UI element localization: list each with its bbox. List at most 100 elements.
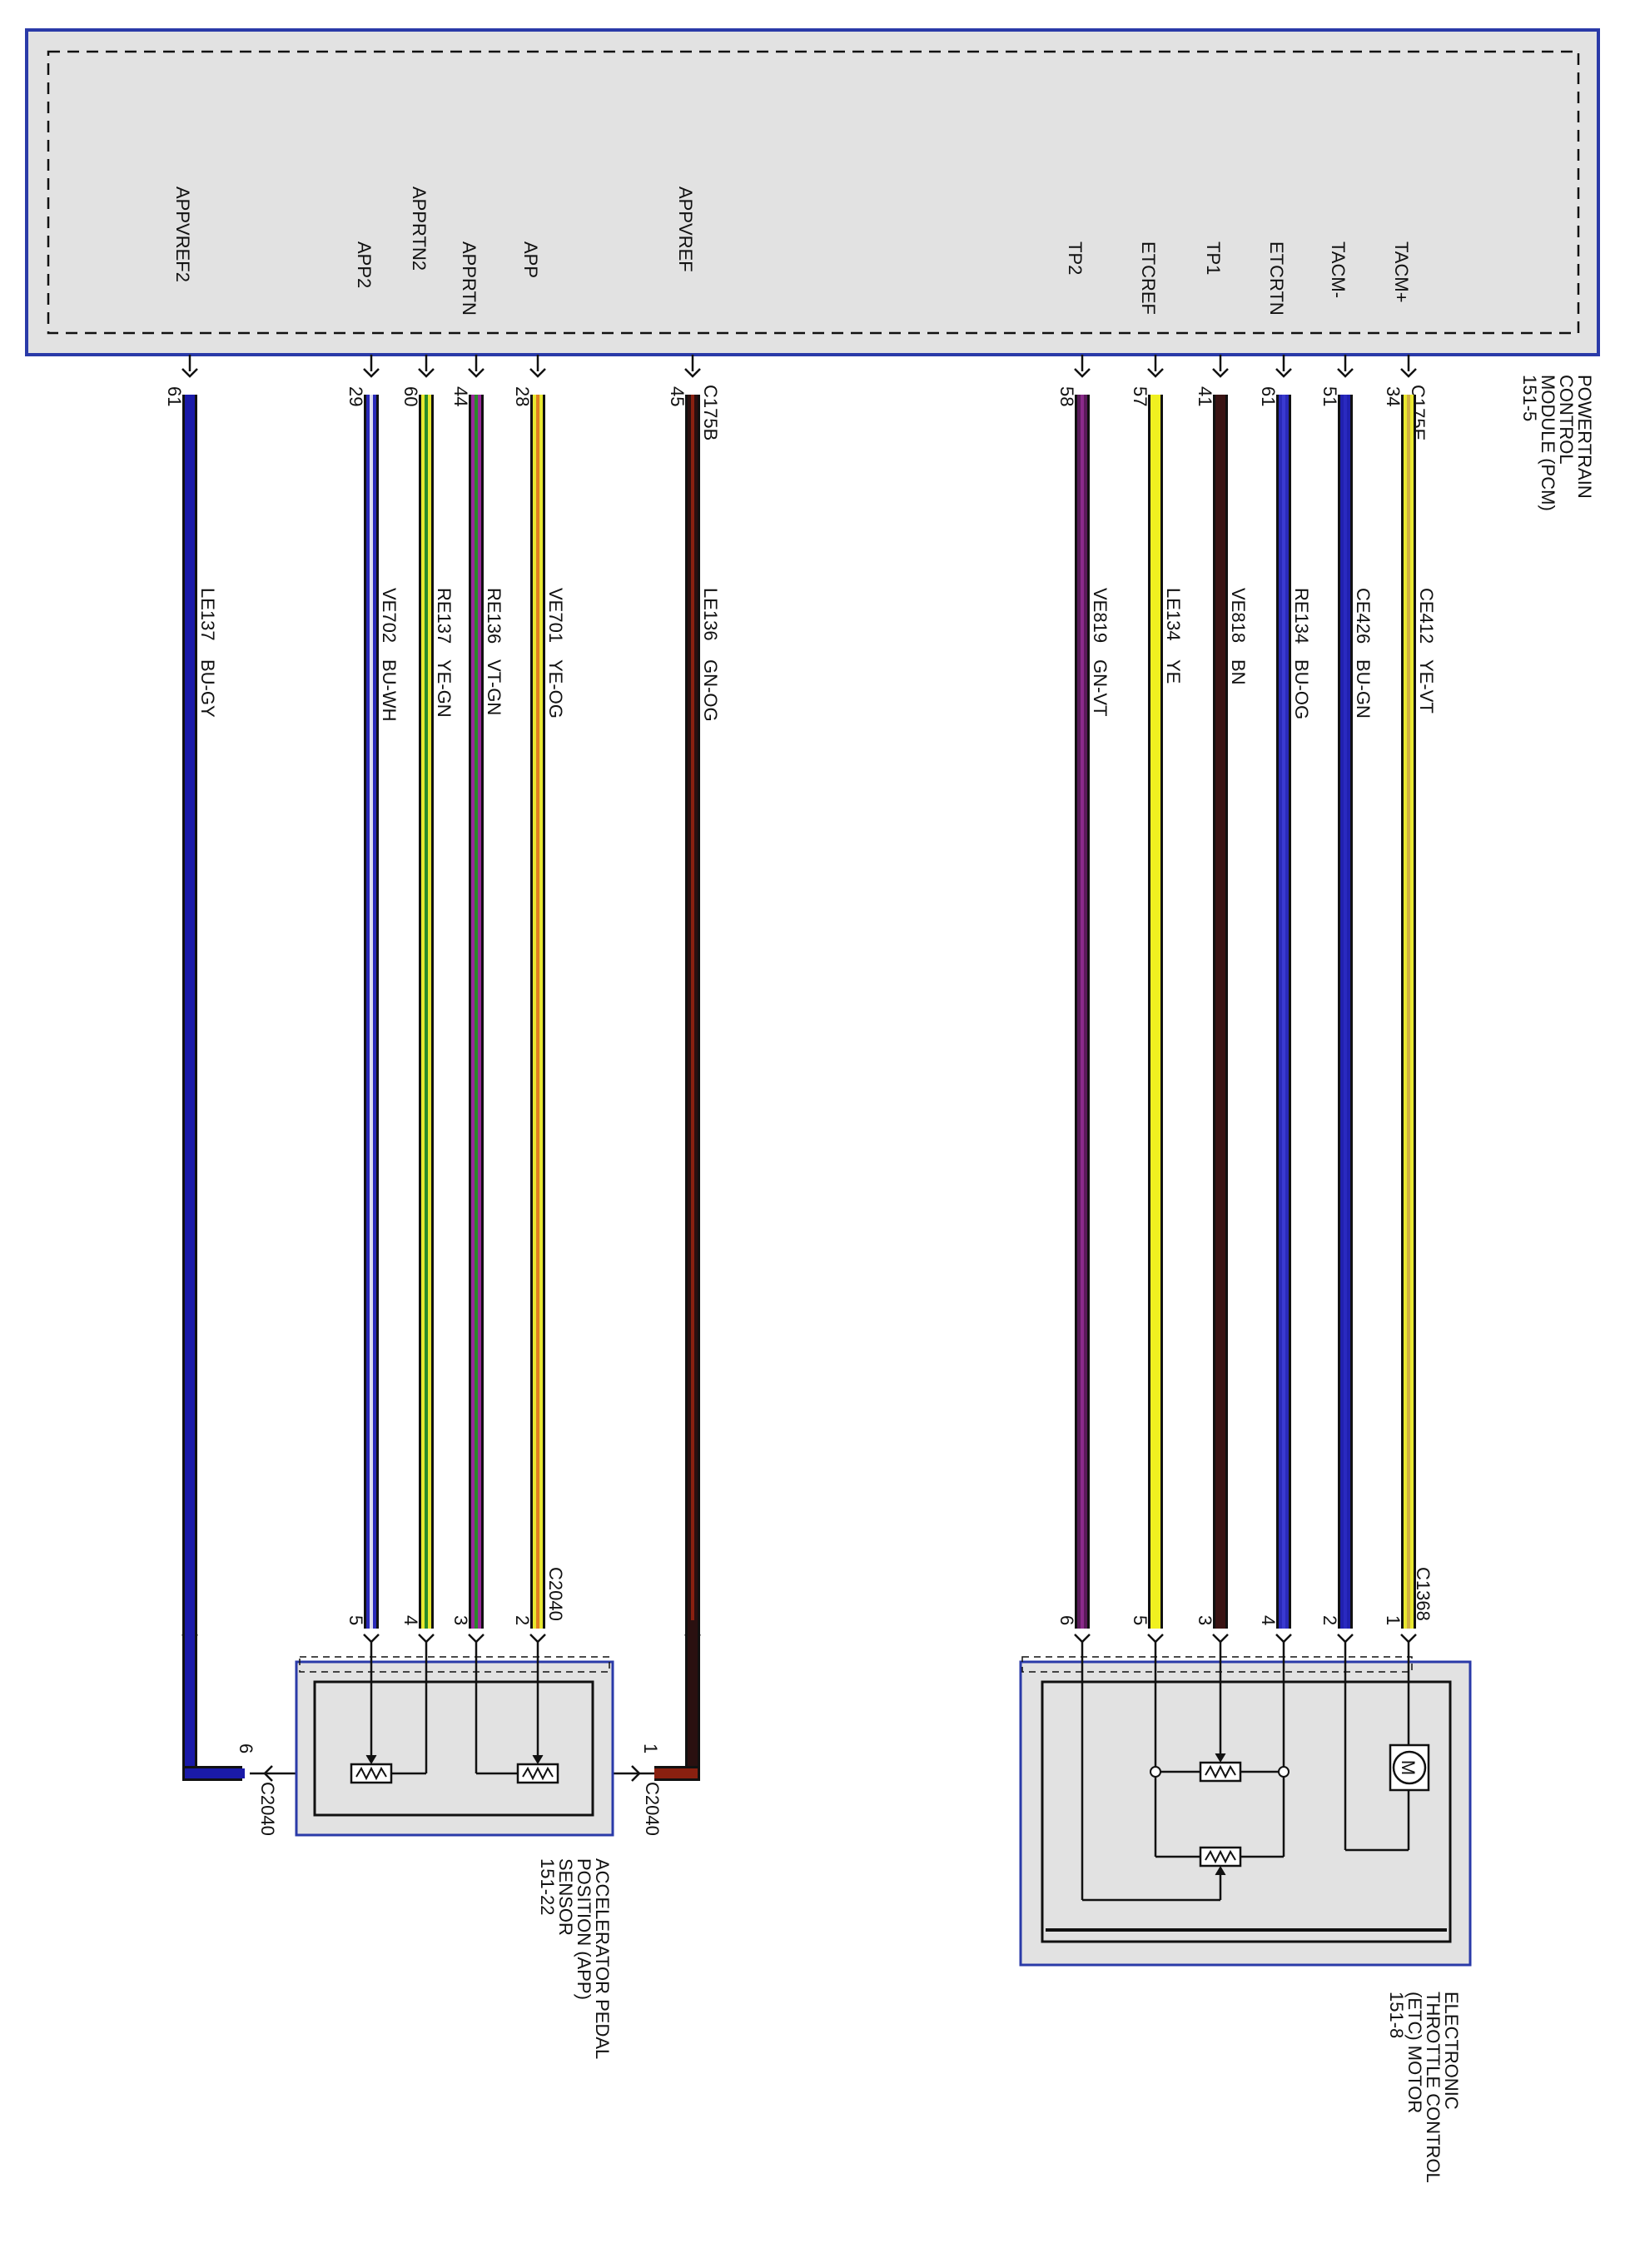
wire-end-pin: 2	[1319, 1615, 1340, 1625]
wire-signal-label: APP2	[354, 241, 375, 288]
wire-base-color	[654, 1768, 698, 1778]
component-pin-connector	[418, 1634, 435, 1644]
component-pin-connector	[468, 1634, 485, 1644]
wiper-arrow	[1215, 1753, 1226, 1763]
wire-stripe-color	[1282, 395, 1285, 1629]
wire-stripe-color	[691, 395, 694, 1629]
junction-dot	[1150, 1766, 1161, 1778]
wire-stripe-color	[536, 395, 539, 1629]
wire-circuit-label: RE136	[484, 588, 504, 644]
wire-color-code: YE-GN	[434, 659, 455, 718]
app2-potentiometer	[350, 1740, 393, 1784]
wire-signal-label: TP1	[1203, 241, 1224, 275]
pcm-connector-left: C175B	[700, 385, 721, 440]
wire-base-color	[185, 1768, 245, 1778]
app-pin1-connector	[631, 1765, 641, 1782]
wire-color-code: BU-OG	[1291, 659, 1312, 719]
wire-end-pin: 2	[512, 1615, 533, 1625]
motor-symbol: M	[1389, 1743, 1430, 1792]
component-pin-connector	[1400, 1634, 1417, 1644]
wire-pin-number: 34	[1383, 386, 1404, 406]
wire-base-color	[688, 1620, 698, 1773]
pcm-pin-connector	[363, 368, 380, 378]
wire-end-pin: 1	[640, 1743, 661, 1753]
wire-end-pin: 5	[1130, 1615, 1150, 1625]
app-sensor-title: ACCELERATOR PEDAL POSITION (APP) SENSOR …	[537, 1858, 613, 2064]
app-sensor-internal	[350, 1642, 559, 1784]
wire-circuit-label: VE818	[1228, 588, 1249, 643]
pcm-pin-connector	[181, 368, 198, 378]
wire-circuit-label: CE412	[1416, 588, 1437, 644]
app-pin6-connector	[263, 1765, 273, 1782]
wire-stripe-color	[1081, 395, 1084, 1629]
pcm-pin-connector	[1337, 368, 1354, 378]
motor-circle	[1392, 1750, 1427, 1785]
wire-circuit-label: RE134	[1291, 588, 1312, 644]
component-pin-connector	[1337, 1634, 1354, 1644]
component-pin-connector	[1275, 1634, 1292, 1644]
wire-pin-number: 61	[164, 386, 185, 406]
wire-appvref-bend: 1	[566, 1620, 700, 1782]
wire-color-code: GN-VT	[1090, 659, 1111, 716]
resistor-zigzag	[1205, 1764, 1236, 1779]
wire-circuit-label: LE136	[700, 588, 721, 641]
wires-layer: APPVREF261LE137BU-GYAPP229VE702BU-WH5APP…	[164, 187, 1437, 1782]
wire-signal-label: APPVREF	[675, 187, 696, 272]
pcm-pin-connector	[1275, 368, 1292, 378]
wire-circuit-label: VE819	[1090, 588, 1111, 643]
wire-stripe-color	[475, 395, 478, 1629]
wire-signal-label: TACM+	[1391, 241, 1412, 303]
resistor-zigzag	[355, 1766, 387, 1781]
etc-connector: C1368	[1413, 1567, 1434, 1621]
component-pin-connector	[363, 1634, 380, 1644]
wire-stripe-color	[1344, 395, 1347, 1629]
motor-letter: M	[1398, 1760, 1419, 1775]
wire-signal-label: APP	[520, 241, 541, 278]
app-sensor-component	[295, 1656, 614, 1837]
wire-end-pin: 5	[345, 1615, 366, 1625]
wire-signal-label: ETCRTN	[1266, 241, 1287, 316]
wire-signal-label: APPRTN2	[409, 187, 430, 271]
wiper-arrow	[532, 1754, 544, 1764]
wire-color-code: BU-GY	[197, 659, 218, 718]
wire-signal-label: TACM-	[1328, 241, 1349, 298]
wire-stripe-color	[1407, 395, 1410, 1629]
component-pin-connector	[1074, 1634, 1091, 1644]
resistor-zigzag	[1205, 1849, 1236, 1864]
wire-signal-label: APPRTN	[459, 241, 480, 316]
wire-color-code: YE-VT	[1416, 659, 1437, 714]
wire-end-pin: 3	[1195, 1615, 1215, 1625]
wire-circuit-label: CE426	[1353, 588, 1374, 644]
pcm-module	[25, 28, 1600, 356]
wire-pin-number: 29	[345, 386, 366, 406]
wire-end-pin: 1	[1383, 1615, 1404, 1625]
wire-end-pin: 4	[1258, 1615, 1279, 1625]
component-pin-connector	[529, 1634, 546, 1644]
wire-circuit-label: LE137	[197, 588, 218, 641]
wire-circuit-label: LE134	[1163, 588, 1184, 641]
app-connector-right: C2040	[642, 1782, 663, 1836]
pcm-pin-connector	[1212, 368, 1229, 378]
pcm-pin-connector	[1074, 368, 1091, 378]
wire-signal-label: ETCREF	[1138, 241, 1159, 315]
etc-motor-title: ELECTRONIC THROTTLE CONTROL (ETC) MOTOR …	[1386, 1992, 1462, 2187]
pcm-title: POWERTRAIN CONTROL MODULE (PCM) 151-5	[1519, 375, 1595, 516]
wire-color-code: YE-OG	[545, 659, 566, 719]
wire-end-pin: 4	[400, 1615, 421, 1625]
pcm-pin-connector	[529, 368, 546, 378]
wire-pin-number: 41	[1195, 386, 1215, 406]
app-connector-left: C2040	[257, 1782, 278, 1836]
wire-stripe-color	[370, 395, 373, 1629]
wire-pin-number: 45	[667, 386, 688, 406]
wire-pin-number: 61	[1258, 386, 1279, 406]
wire-pin-number: 44	[450, 386, 471, 406]
wire-stripe-color	[425, 395, 428, 1629]
wire-circuit-label: RE137	[434, 588, 455, 644]
